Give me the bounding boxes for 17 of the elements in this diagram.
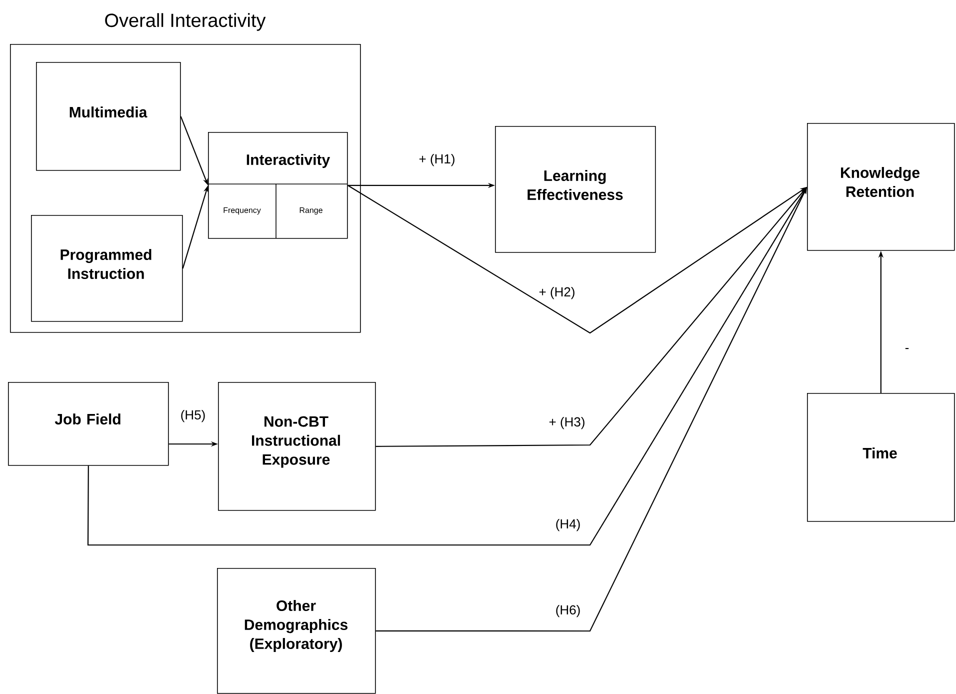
concept-box: Knowledge Retention [807, 123, 955, 251]
edge-label: + (H2) [538, 286, 576, 300]
heading: Overall Interactivity [105, 13, 266, 31]
concept-box: Learning Effectiveness [495, 126, 656, 253]
construct-box: Interactivity Frequency Range [208, 132, 348, 239]
concept-box: Programmed Instruction [31, 215, 183, 322]
concept-box: Non-CBT Instructional Exposure [218, 382, 376, 511]
edge-label: (H5) [179, 408, 207, 424]
edge-label: (H4) [554, 518, 582, 532]
edge-label: - [904, 347, 910, 353]
concept-box: Job Field [8, 382, 169, 466]
edge-label: + (H1) [418, 152, 456, 168]
concept-box: Multimedia [36, 62, 181, 171]
concept-box: Time [807, 393, 955, 522]
edge-label: + (H3) [548, 416, 586, 430]
edge-label: (H6) [554, 604, 582, 618]
concept-box: Other Demographics (Exploratory) [217, 568, 376, 694]
